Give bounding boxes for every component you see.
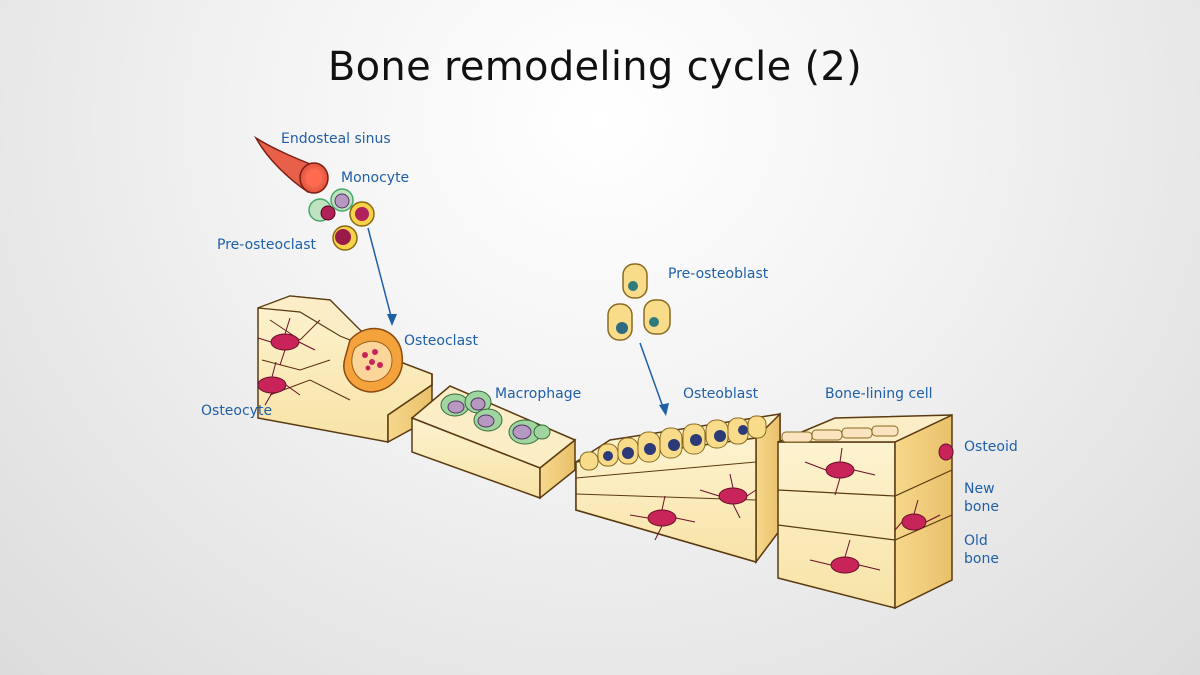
label-pre-osteoblast: Pre-osteoblast (668, 266, 769, 282)
arrow-to-osteoclast (367, 227, 397, 326)
osteocyte-cell (629, 473, 757, 541)
pre-osteoblast-cells (607, 263, 671, 341)
label-bone-lining-cell: Bone-lining cell (825, 386, 933, 402)
endosteal-sinus (253, 135, 329, 194)
bone-block-resorption (257, 295, 433, 444)
label-osteoblast: Osteoblast (683, 386, 759, 402)
label-old-bone-line2: bone (964, 551, 999, 567)
osteocyte-cell (257, 317, 316, 406)
label-new-bone-line2: bone (964, 499, 999, 515)
osteoblast-cells (579, 415, 767, 471)
label-endosteal-sinus: Endosteal sinus (281, 131, 391, 147)
bone-block-formation (575, 412, 781, 565)
label-macrophage: Macrophage (495, 386, 582, 402)
label-pre-osteoclast: Pre-osteoclast (217, 237, 317, 253)
monocyte-cells (308, 188, 375, 251)
label-osteoid: Osteoid (964, 439, 1018, 455)
label-new-bone-line1: New (964, 481, 995, 497)
osteocyte-cell (804, 443, 954, 574)
bone-lining-cells (781, 425, 899, 443)
label-monocyte: Monocyte (341, 170, 410, 186)
label-old-bone-line1: Old (964, 533, 988, 549)
label-osteocyte: Osteocyte (201, 403, 273, 419)
osteoclast-cell (343, 327, 403, 393)
bone-block-quiescent (777, 413, 954, 610)
arrow-to-osteoblast (639, 342, 669, 416)
slide-title: Bone remodeling cycle (2) (327, 44, 863, 90)
label-osteoclast: Osteoclast (404, 333, 478, 349)
macrophage-cells (440, 390, 551, 445)
bone-block-reversal (410, 385, 577, 500)
